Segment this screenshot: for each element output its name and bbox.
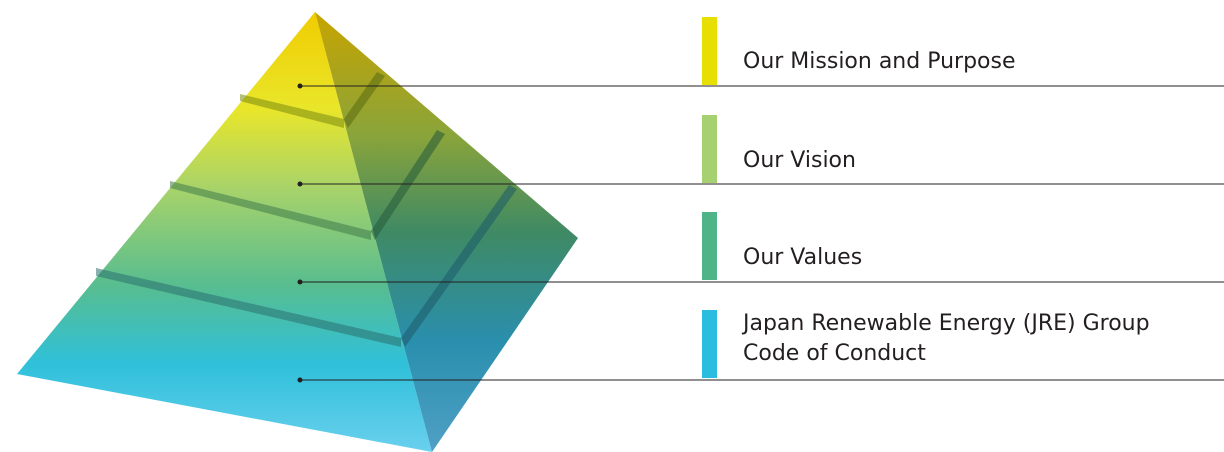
connector-dot-2 bbox=[297, 181, 303, 187]
tier-label-code-of-conduct: Japan Renewable Energy (JRE) Group Code … bbox=[743, 309, 1150, 369]
connector-dot-3 bbox=[297, 279, 303, 285]
tier-label-vision: Our Vision bbox=[743, 148, 856, 173]
connector-dot-4 bbox=[297, 377, 303, 383]
tier-divider-side-2 bbox=[371, 130, 445, 240]
connector-dot-1 bbox=[297, 83, 303, 89]
accent-bar-values bbox=[702, 212, 717, 280]
accent-bar-code-of-conduct bbox=[702, 310, 717, 378]
tier-divider-front-3 bbox=[96, 268, 401, 347]
accent-bar-mission bbox=[702, 17, 717, 85]
connector-lines bbox=[300, 85, 1224, 381]
tier-divider-front-1 bbox=[240, 94, 344, 128]
accent-bar-vision bbox=[702, 115, 717, 183]
tier-divider-front-2 bbox=[170, 181, 371, 240]
connector-dots bbox=[297, 83, 303, 383]
pyramid-side-face bbox=[315, 12, 578, 452]
tier-label-values: Our Values bbox=[743, 245, 863, 270]
tier-label-mission: Our Mission and Purpose bbox=[743, 49, 1016, 74]
tier-divider-side-3 bbox=[401, 185, 517, 347]
tier-label-code-line-1: Japan Renewable Energy (JRE) Group bbox=[743, 311, 1150, 336]
tier-label-code-line-2: Code of Conduct bbox=[743, 341, 926, 366]
